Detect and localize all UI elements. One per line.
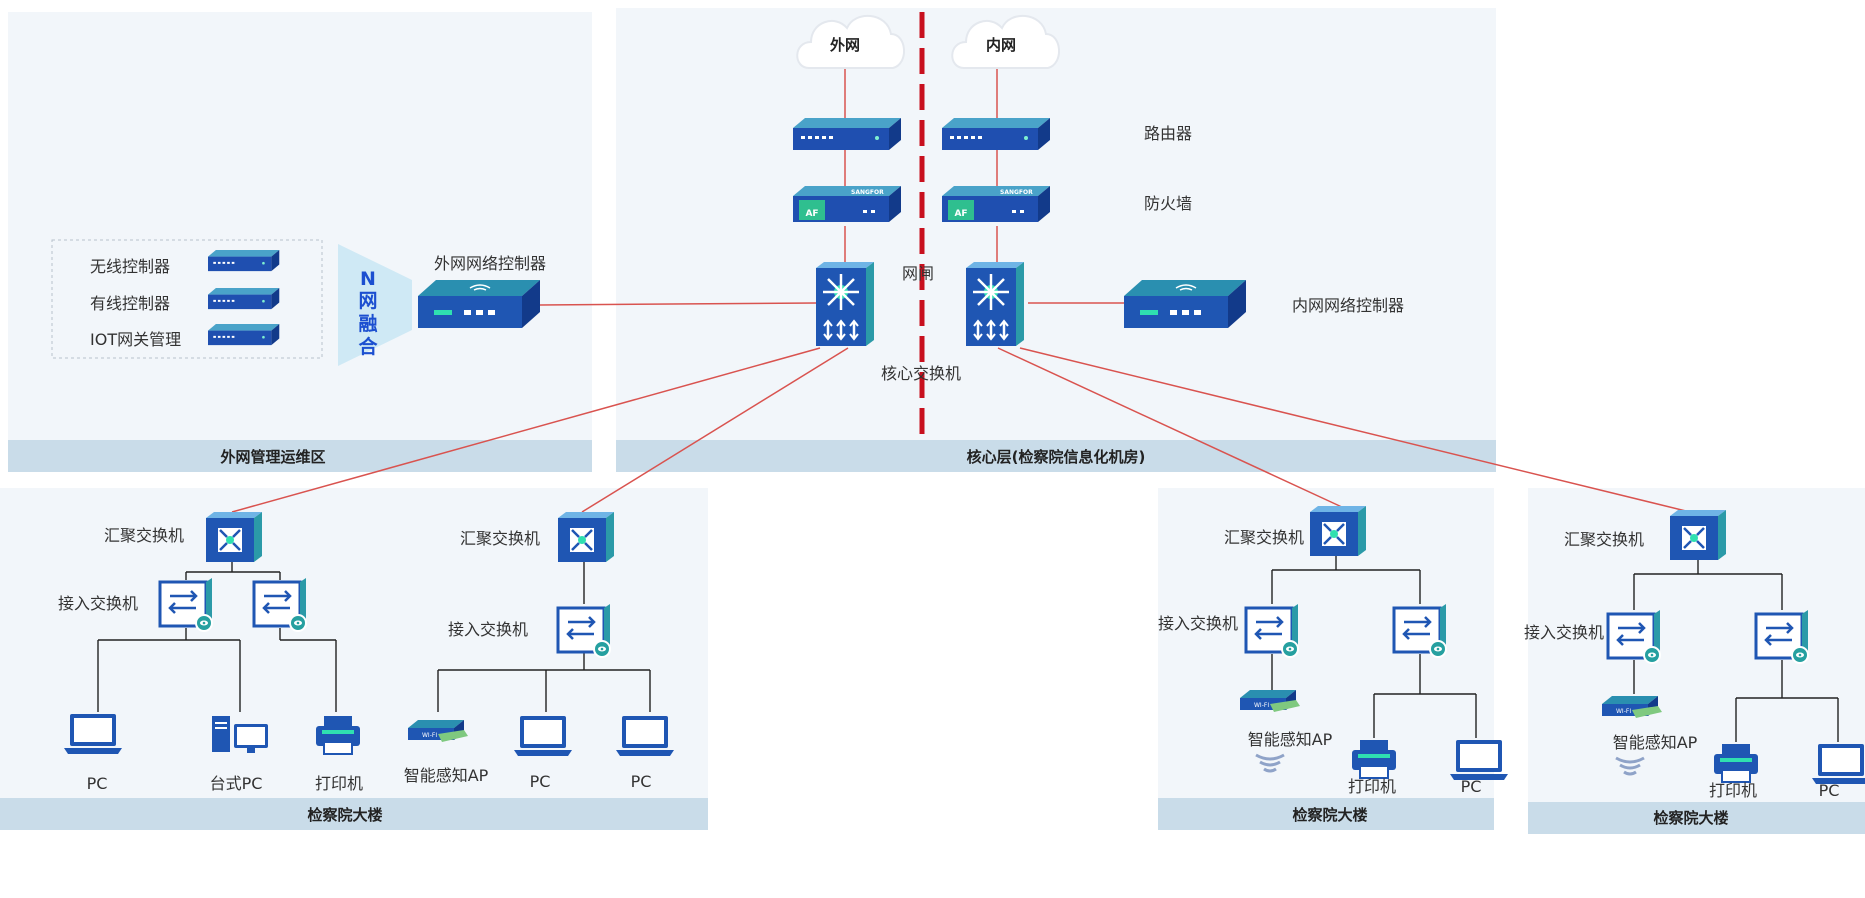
b2-agg-switch-icon[interactable] <box>1308 504 1368 558</box>
b1-agg-switch-left-label: 汇聚交换机 <box>104 526 184 545</box>
inner-cloud[interactable]: 内网 <box>951 14 1061 70</box>
b2-access-switch-label: 接入交换机 <box>1158 614 1238 633</box>
b2-pc-label: PC <box>1461 777 1482 796</box>
router-label: 路由器 <box>1144 124 1192 143</box>
b1-access-switch-label: 接入交换机 <box>58 594 138 613</box>
n-fusion-char-3: 融 <box>358 313 377 335</box>
core-switch-label: 核心交换机 <box>881 364 961 383</box>
outer-controller-label: 外网网络控制器 <box>434 254 546 273</box>
b1-agg-switch-right-icon[interactable] <box>556 510 616 564</box>
b2-access-switch-1-icon[interactable] <box>1244 602 1300 659</box>
b2-agg-switch-label: 汇聚交换机 <box>1224 528 1304 547</box>
b3-smart-ap-label: 智能感知AP <box>1613 733 1698 752</box>
n-fusion-char-4: 合 <box>358 335 378 358</box>
b3-access-switch-1-icon[interactable] <box>1606 608 1662 665</box>
mgmt-zone-title: 外网管理运维区 <box>219 448 325 466</box>
inner-core-switch-icon[interactable] <box>964 260 1026 348</box>
b2-printer-label: 打印机 <box>1348 777 1396 796</box>
wired-controller-icon[interactable] <box>208 288 280 310</box>
inner-network-controller-icon[interactable] <box>1123 279 1247 329</box>
b1-printer-label: 打印机 <box>315 774 363 793</box>
b3-agg-switch-label: 汇聚交换机 <box>1564 530 1644 549</box>
wired-controller-label: 有线控制器 <box>90 294 170 313</box>
mgmt-zone: 外网管理运维区 <box>8 12 592 472</box>
b1-agg-switch-left-icon[interactable] <box>204 510 264 564</box>
outer-firewall-icon[interactable] <box>793 186 901 222</box>
inner-controller-label: 内网网络控制器 <box>1292 296 1404 315</box>
b3-pc-icon[interactable] <box>1812 744 1865 784</box>
b3-pc-label: PC <box>1819 781 1840 800</box>
outer-core-switch-icon[interactable] <box>814 260 876 348</box>
inner-router-icon[interactable] <box>942 118 1050 150</box>
building-3-title: 检察院大楼 <box>1653 809 1728 827</box>
b1-access-switch-3-label: 接入交换机 <box>448 620 528 639</box>
gatekeeper-label: 网闸 <box>902 264 934 283</box>
b1-desktop-pc-label: 台式PC <box>210 774 263 793</box>
b1-pc-1-label: PC <box>87 774 108 793</box>
n-fusion-char-2: 网 <box>358 290 377 312</box>
b1-smart-ap-label: 智能感知AP <box>404 766 489 785</box>
b1-agg-switch-right-label: 汇聚交换机 <box>460 529 540 548</box>
b3-agg-switch-icon[interactable] <box>1668 508 1728 562</box>
b1-pc-3-icon[interactable] <box>616 716 674 756</box>
outer-network-controller-icon[interactable] <box>417 279 541 329</box>
b2-smart-ap-label: 智能感知AP <box>1248 730 1333 749</box>
b1-access-switch-1-icon[interactable] <box>158 576 214 633</box>
iot-gateway-label: IOT网关管理 <box>90 330 181 349</box>
core-zone: 核心层(检察院信息化机房) <box>616 8 1496 472</box>
building-1-title: 检察院大楼 <box>307 806 382 824</box>
building-zone-1: 检察院大楼 <box>0 488 708 830</box>
b1-pc-3-label: PC <box>631 772 652 791</box>
b1-pc-2-icon[interactable] <box>514 716 572 756</box>
b3-printer-label: 打印机 <box>1709 781 1757 800</box>
core-zone-title: 核心层(检察院信息化机房) <box>967 448 1146 466</box>
outer-cloud-label: 外网 <box>829 36 860 54</box>
b2-access-switch-2-icon[interactable] <box>1392 602 1448 659</box>
uplink-lines <box>231 68 1691 513</box>
b1-access-switch-3-icon[interactable] <box>556 602 612 659</box>
n-fusion-arrow <box>338 244 412 366</box>
iot-gateway-icon[interactable] <box>208 324 280 346</box>
b1-pc-2-label: PC <box>530 772 551 791</box>
outer-router-icon[interactable] <box>793 118 901 150</box>
building-zone-3: 检察院大楼 <box>1528 488 1865 834</box>
firewall-label: 防火墙 <box>1144 194 1192 213</box>
building-2-title: 检察院大楼 <box>1292 806 1367 824</box>
inner-firewall-icon[interactable] <box>942 186 1050 222</box>
b1-access-switch-2-icon[interactable] <box>252 576 308 633</box>
b1-pc-1-icon[interactable] <box>64 714 122 754</box>
access-tree-lines <box>97 556 1839 742</box>
b2-pc-icon[interactable] <box>1450 740 1508 780</box>
outer-cloud[interactable]: 外网 <box>796 14 906 70</box>
controller-group-box <box>51 239 323 359</box>
n-fusion-char-1: N <box>360 268 376 290</box>
wireless-controller-label: 无线控制器 <box>90 257 170 276</box>
b3-access-switch-label: 接入交换机 <box>1524 623 1604 642</box>
wireless-controller-icon[interactable] <box>208 250 280 272</box>
b3-access-switch-2-icon[interactable] <box>1754 608 1810 665</box>
inner-cloud-label: 内网 <box>986 36 1016 54</box>
